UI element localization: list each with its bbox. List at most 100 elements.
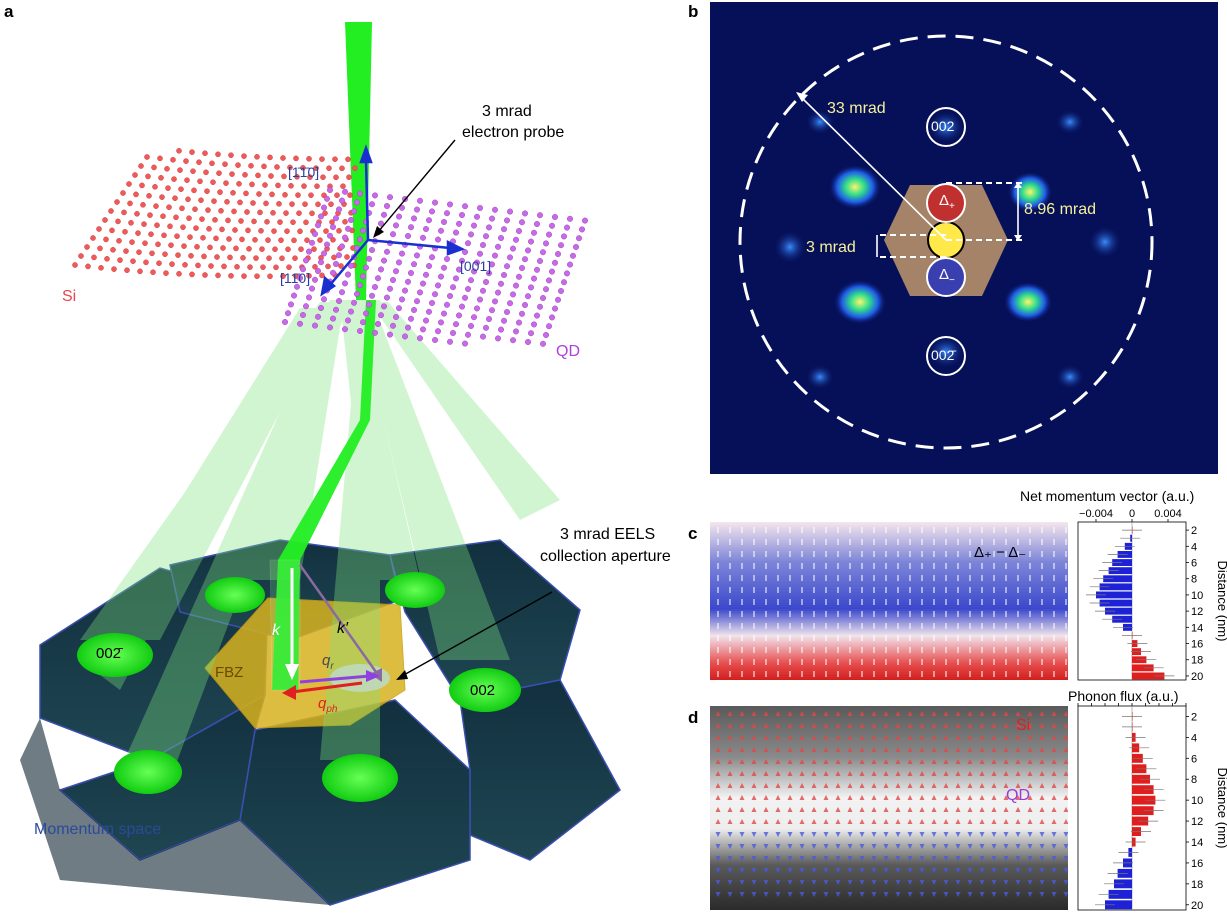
si-atom [225,217,231,224]
flux-arrow [715,844,721,849]
qd-atom [456,266,463,273]
si-atom [187,234,193,240]
qd-atom [582,217,589,224]
flux-arrow [1015,747,1021,752]
flux-arrow [919,868,925,873]
flux-arrow [1051,868,1057,873]
si-atom [176,270,182,277]
flux-arrow [979,735,985,740]
flux-arrow [763,868,769,873]
qd-atom [372,192,379,199]
qd-atom [471,268,478,275]
si-atom [282,191,288,198]
si-atom [226,236,232,242]
si-atom [260,264,266,271]
flux-arrow [967,844,973,849]
qd-atom [549,314,556,321]
si-atom [207,244,213,251]
flux-arrow [775,819,781,824]
flux-arrow [931,832,937,837]
flux-arrow [727,723,733,728]
dir-left-label: [11̄0] [280,270,311,286]
flux-arrow [775,795,781,800]
flux-arrow [907,795,913,800]
flux-arrow [883,711,889,716]
flux-arrow [955,783,961,788]
qd-atom [423,225,430,232]
qd-atom [387,285,394,292]
qd-atom [387,194,394,201]
qd-atom [495,243,502,250]
flux-arrow [1051,880,1057,885]
si-atom [309,210,315,217]
flux-arrow [1027,868,1033,873]
si-atom [200,234,206,241]
si-atom [97,245,103,252]
flux-arrow [991,832,997,837]
qd-atom [450,330,457,337]
flux-arrow [955,711,961,716]
q-r-sub: r [330,661,334,672]
flux-arrow [895,868,901,873]
flux-arrow [763,711,769,716]
qd-atom [525,247,532,254]
si-atom [296,210,302,216]
qd-label: QD [556,343,580,360]
flux-arrow [979,747,985,752]
si-atom [229,171,235,177]
qd-atom [546,277,553,284]
si-atom [146,192,152,199]
flux-arrow [871,747,877,752]
qd-atom [360,227,367,234]
qd-atom [306,294,313,301]
flux-arrow [727,795,733,800]
qd-atom [564,270,571,277]
flux-arrow [811,892,817,897]
qd-atom [351,299,358,306]
si-atom [232,227,238,233]
flux-arrow [871,868,877,873]
flux-arrow [883,819,889,824]
flux-arrow [1051,807,1057,812]
qd-atom [363,264,370,271]
flux-arrow [943,856,949,861]
si-atom [209,160,215,167]
flux-arrow [1003,832,1009,837]
si-atom [91,254,97,261]
qd-atom [399,250,406,257]
flux-arrow [799,771,805,776]
si-atom [205,207,211,213]
flux-arrow [967,771,973,776]
flux-arrow [1015,892,1021,897]
flux-arrow [763,892,769,897]
flux-arrow [1003,880,1009,885]
si-atom [247,264,253,270]
si-atom [220,245,226,251]
flux-arrow [967,759,973,764]
si-atom [339,165,345,172]
qd-atom [525,339,532,346]
qd-atom [345,317,352,324]
si-atom [157,155,163,162]
qd-atom [543,332,550,339]
flux-arrow [1051,711,1057,716]
aperture-pointer [401,591,553,677]
spot-002-circle [926,107,966,147]
flux-arrow [751,735,757,740]
si-atom [130,258,136,265]
qd-atom [372,284,379,291]
delta-plus-label: Δ+ [939,192,955,212]
qd-atom [312,230,319,237]
si-atom [315,201,321,208]
qd-atom [456,312,463,319]
flux-arrow [1015,735,1021,740]
flux-arrow [1015,771,1021,776]
flux-arrow [967,892,973,897]
flux-arrow [979,759,985,764]
qd-atom [342,188,349,195]
flux-arrow [835,747,841,752]
qd-atom [522,256,529,263]
flux-arrow [979,880,985,885]
flux-arrow [1003,795,1009,800]
si-atom [302,201,308,207]
